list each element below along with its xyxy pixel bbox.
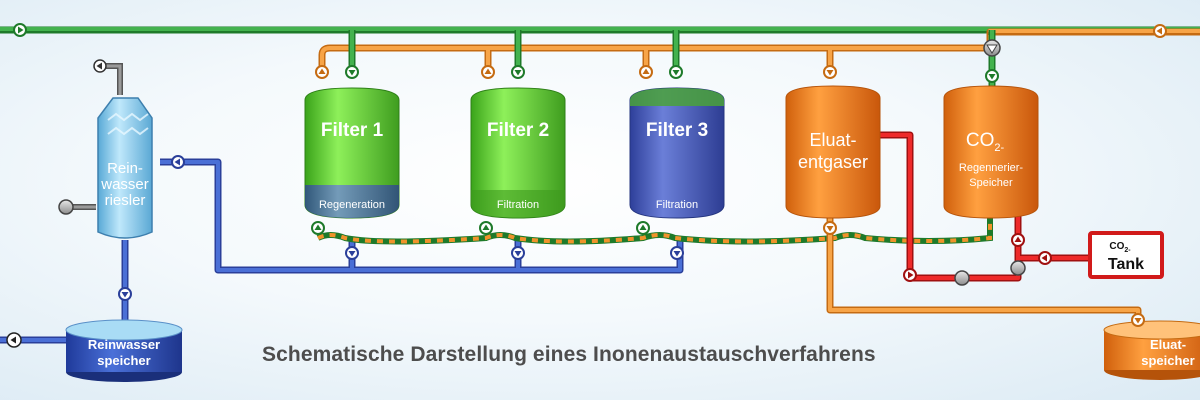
co2-regennerier-speicher-vessel: CO2- Regennerier- Speicher <box>943 85 1039 219</box>
flow-arrow-up-icon <box>1011 233 1025 247</box>
filter-1-status: Regeneration <box>319 199 385 211</box>
co2-tank-top: CO2- <box>1109 241 1131 254</box>
flow-arrow-down-icon <box>1131 313 1145 327</box>
mixed-line <box>316 215 993 245</box>
flow-arrow-down-icon <box>511 65 525 79</box>
eluat-entgaser-line1: Eluat- <box>809 130 856 150</box>
filter-3-title: Filter 3 <box>646 120 708 141</box>
co2-tank-subscript: 2- <box>1124 247 1131 254</box>
flow-arrow-left-icon <box>6 332 22 348</box>
filter-2-title: Filter 2 <box>487 120 549 141</box>
flow-arrow-down-icon <box>345 246 359 260</box>
co2-speicher-line3: Speicher <box>969 177 1013 189</box>
eluat-speicher-line1: Eluat- <box>1150 337 1186 352</box>
co2-tank-co: CO <box>1109 241 1124 252</box>
flow-arrow-left-icon <box>93 59 107 73</box>
flow-arrow-down-icon <box>823 221 837 235</box>
riesler-line2: wasser <box>100 176 149 193</box>
filter-2-status: Filtration <box>497 199 539 211</box>
reinwasser-speicher-line2: speicher <box>97 353 150 368</box>
flow-arrow-down-icon <box>511 246 525 260</box>
eluat-entgaser-line2: entgaser <box>798 152 868 172</box>
valve-icon <box>954 270 970 286</box>
flow-arrow-down-icon <box>823 65 837 79</box>
filter-1-title: Filter 1 <box>321 120 384 141</box>
flow-arrow-up-icon <box>479 221 493 235</box>
filter-1-vessel: Filter 1 Regeneration <box>304 87 400 219</box>
co2-speicher-subscript: 2- <box>994 142 1004 154</box>
flow-arrow-up-icon <box>315 65 329 79</box>
valve-icon <box>58 199 74 215</box>
flow-arrow-down-icon <box>985 69 999 83</box>
flow-arrow-down-icon <box>118 287 132 301</box>
diagram-caption: Schematische Darstellung eines Inonenaus… <box>262 343 876 366</box>
pump-icon <box>983 39 1001 57</box>
riesler-line1: Rein- <box>107 160 143 177</box>
co2-tank-bottom: Tank <box>1108 256 1144 273</box>
reinwasser-speicher-tank: Reinwasser speicher <box>65 319 183 382</box>
fresh-water-drops <box>348 30 996 86</box>
eluat-speicher-line2: speicher <box>1141 353 1194 368</box>
reinwasser-riesler-tower: Rein- wasser riesler <box>97 97 153 239</box>
flow-arrow-down-icon <box>670 246 684 260</box>
filter-2-vessel: Filter 2 Filtration <box>470 87 566 219</box>
co2-speicher-line2: Regennerier- <box>959 162 1024 174</box>
flow-arrow-up-icon <box>639 65 653 79</box>
flow-arrow-up-icon <box>311 221 325 235</box>
filter-3-status: Filtration <box>656 199 698 211</box>
flow-arrow-down-icon <box>669 65 683 79</box>
flow-arrow-right-icon <box>13 23 27 37</box>
flow-arrow-up-icon <box>636 221 650 235</box>
eluat-speicher-tank: Eluat- speicher <box>1103 320 1200 380</box>
flow-arrow-right-icon <box>903 268 917 282</box>
flow-arrow-down-icon <box>345 65 359 79</box>
flow-arrow-left-icon <box>171 155 185 169</box>
flow-arrow-up-icon <box>481 65 495 79</box>
reinwasser-speicher-line1: Reinwasser <box>88 337 160 352</box>
riesler-line3: riesler <box>105 192 146 209</box>
flow-arrow-left-icon <box>1038 251 1052 265</box>
co2-tank: CO2- Tank <box>1088 231 1164 279</box>
eluat-entgaser-vessel: Eluat- entgaser <box>785 85 881 219</box>
co2-gas-header <box>318 28 1200 74</box>
co2-speicher-co: CO <box>966 130 995 151</box>
filter-3-vessel: Filter 3 Filtration <box>629 87 725 219</box>
flow-arrow-left-icon <box>1153 24 1167 38</box>
co2-speicher-title: CO2- <box>966 130 1005 154</box>
valve-icon <box>1010 260 1026 276</box>
